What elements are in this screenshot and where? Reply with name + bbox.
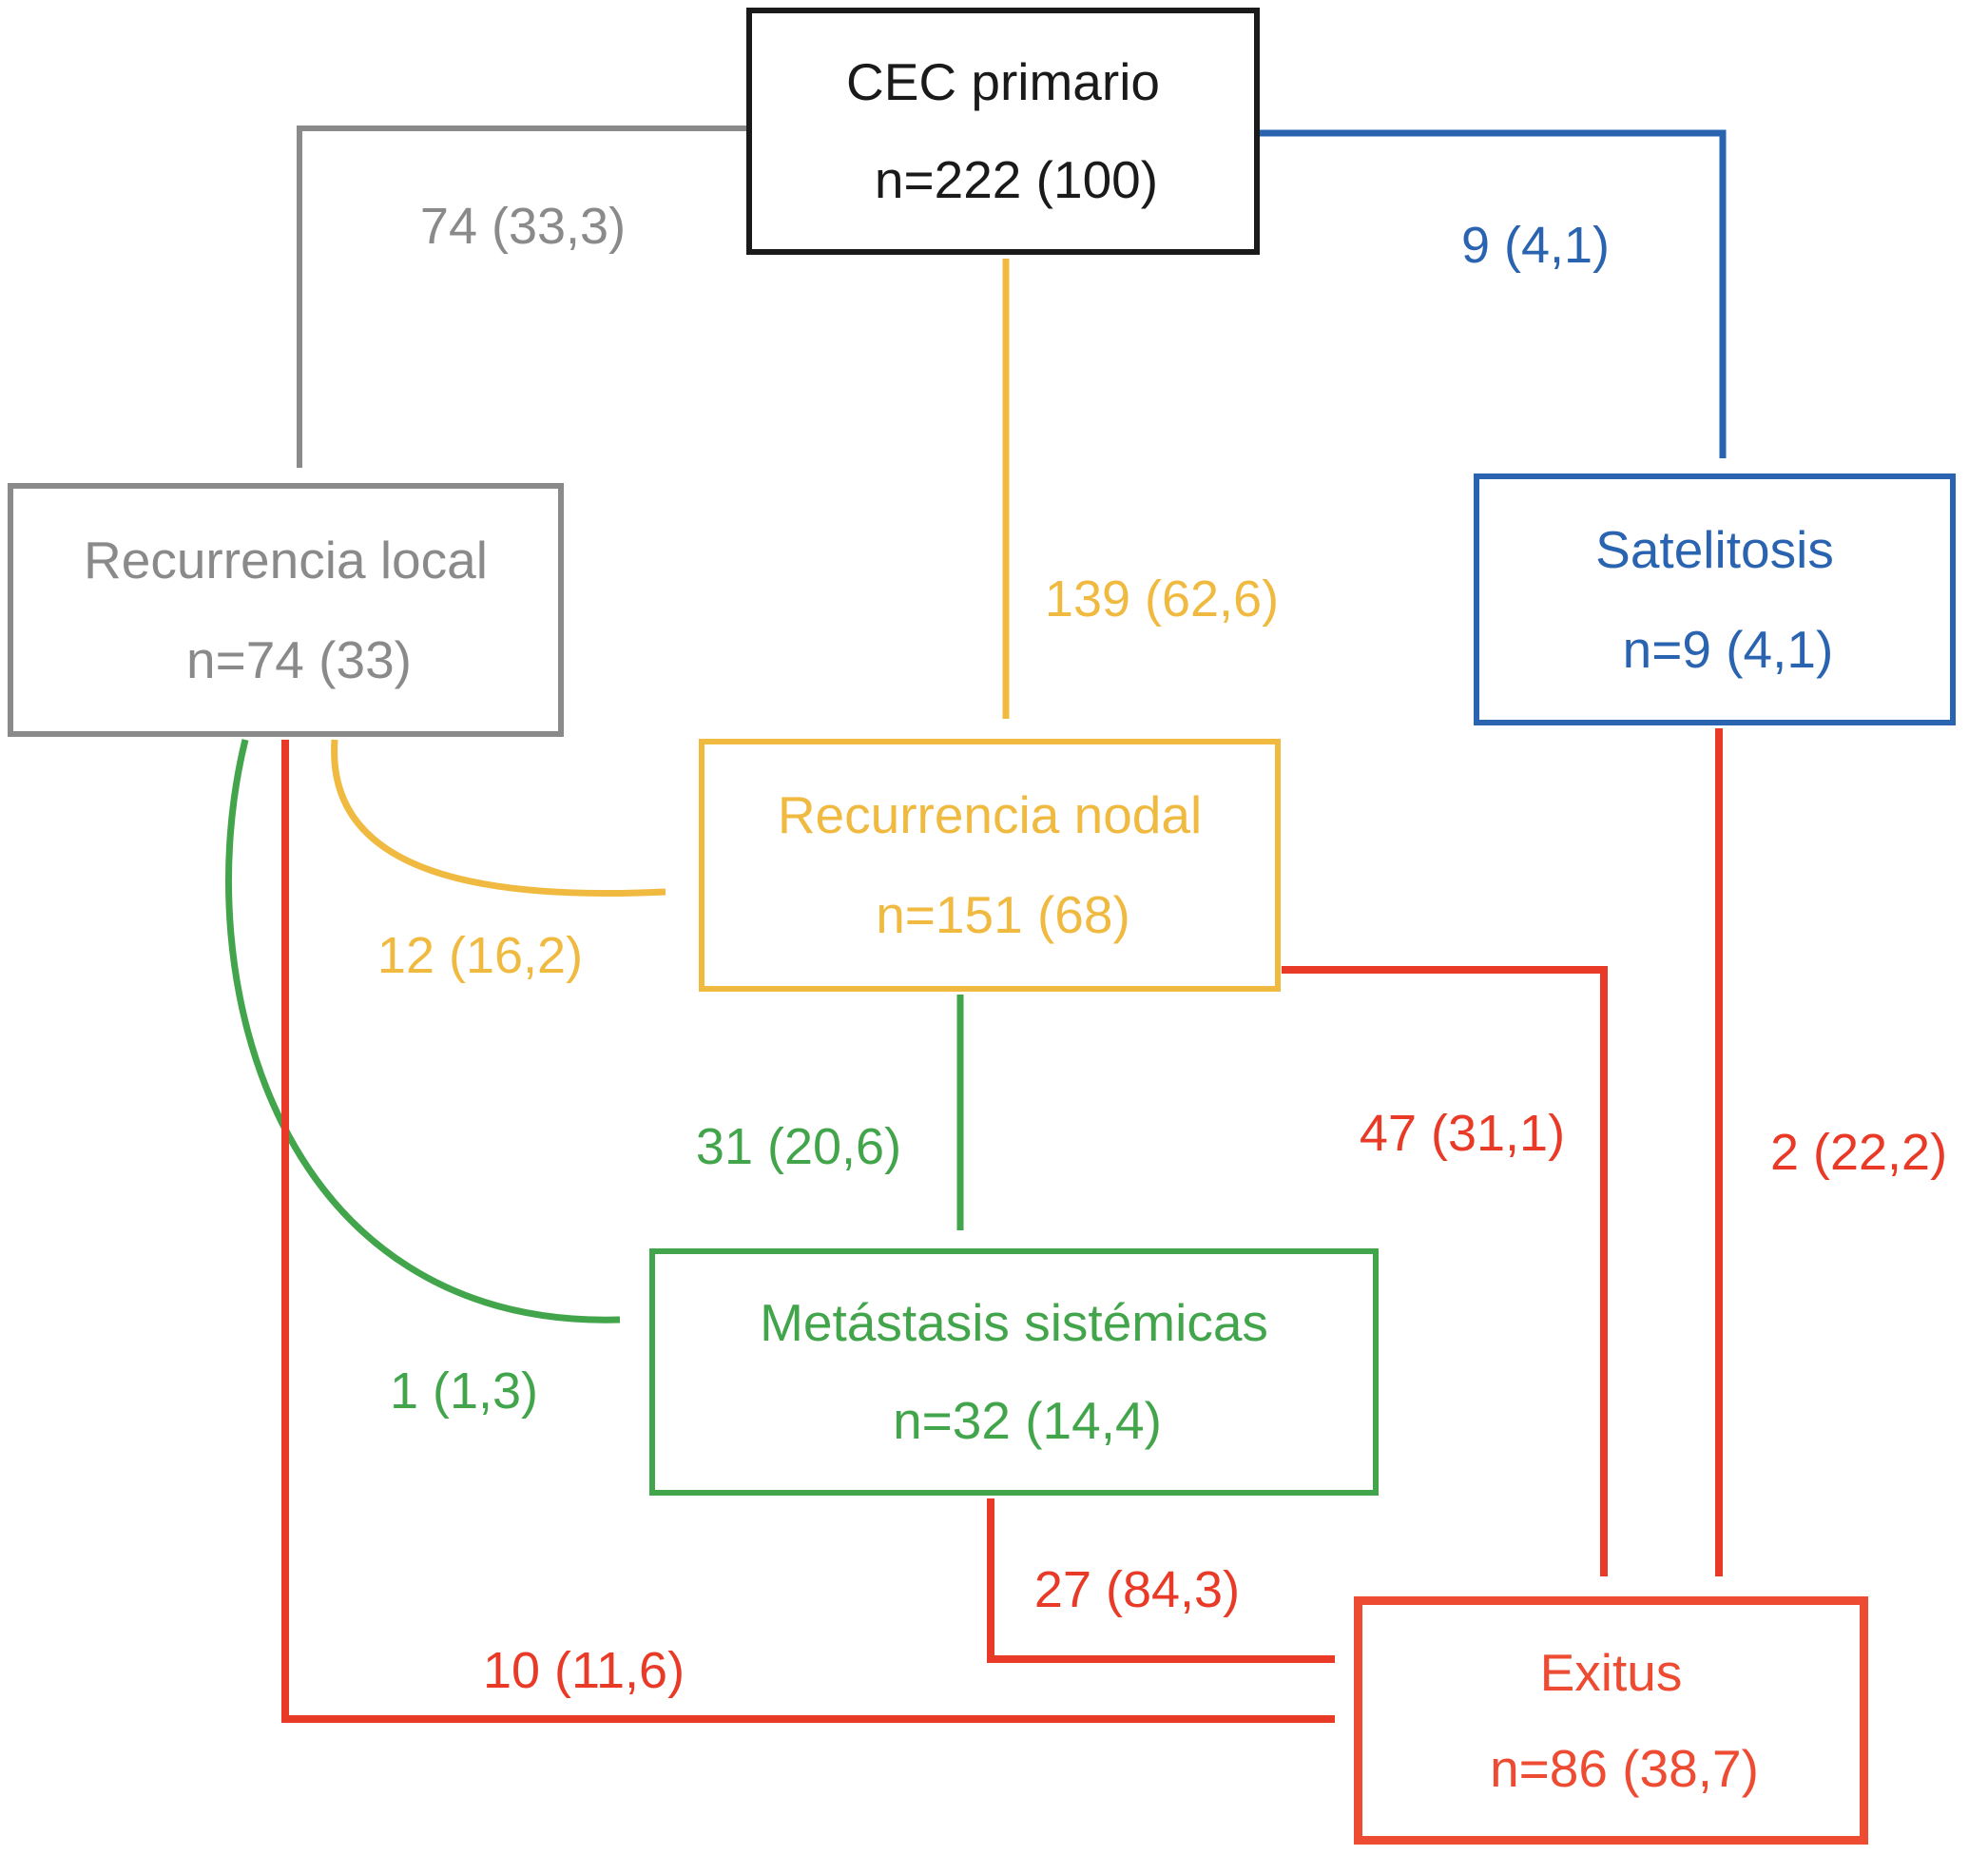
node-recurrencia-nodal: Recurrencia nodal n=151 (68) bbox=[699, 739, 1281, 992]
node-recurrencia-local-count: n=74 (33) bbox=[186, 629, 412, 689]
edge-label-cec-to-local: 74 (33,3) bbox=[419, 198, 627, 255]
node-cec-primario-count: n=222 (100) bbox=[874, 150, 1159, 210]
node-exitus-count: n=86 (38,7) bbox=[1490, 1738, 1759, 1798]
node-cec-primario-title: CEC primario bbox=[845, 52, 1161, 112]
node-metastasis-sistemicas-title: Metástasis sistémicas bbox=[760, 1293, 1268, 1353]
edge-local-to-exitus-line bbox=[281, 740, 1335, 1723]
edge-nodal-to-exitus-line bbox=[1282, 966, 1608, 1576]
edge-label-metastasis-to-exitus: 27 (84,3) bbox=[1033, 1561, 1241, 1618]
edge-metastasis-to-exitus-line bbox=[987, 1498, 1335, 1663]
node-cec-primario: CEC primario n=222 (100) bbox=[746, 8, 1260, 255]
edge-local-to-nodal-line bbox=[331, 739, 666, 898]
edge-label-nodal-to-metastasis: 31 (20,6) bbox=[695, 1118, 902, 1175]
edge-cec-to-satelitosis-line bbox=[1260, 129, 1727, 458]
edge-label-local-to-metastasis: 1 (1,3) bbox=[389, 1362, 539, 1420]
node-metastasis-sistemicas-count: n=32 (14,4) bbox=[893, 1391, 1162, 1451]
node-recurrencia-nodal-count: n=151 (68) bbox=[876, 885, 1130, 945]
node-exitus-title: Exitus bbox=[1539, 1642, 1683, 1702]
edge-label-cec-to-satelitosis: 9 (4,1) bbox=[1460, 217, 1611, 274]
node-satelitosis-title: Satelitosis bbox=[1595, 520, 1834, 579]
edge-label-local-to-nodal: 12 (16,2) bbox=[376, 927, 584, 984]
node-satelitosis: Satelitosis n=9 (4,1) bbox=[1474, 473, 1956, 725]
node-recurrencia-local-title: Recurrencia local bbox=[84, 530, 488, 589]
edge-label-local-to-exitus: 10 (11,6) bbox=[482, 1642, 685, 1699]
edge-label-cec-to-nodal: 139 (62,6) bbox=[1044, 570, 1280, 628]
node-satelitosis-count: n=9 (4,1) bbox=[1622, 619, 1834, 679]
edge-label-satelitosis-to-exitus: 2 (22,2) bbox=[1769, 1124, 1948, 1181]
node-metastasis-sistemicas: Metástasis sistémicas n=32 (14,4) bbox=[649, 1248, 1379, 1496]
node-recurrencia-nodal-title: Recurrencia nodal bbox=[777, 785, 1203, 845]
edge-label-nodal-to-exitus: 47 (31,1) bbox=[1359, 1105, 1566, 1162]
edge-cec-to-local-line bbox=[297, 126, 746, 468]
node-exitus: Exitus n=86 (38,7) bbox=[1354, 1596, 1868, 1845]
node-recurrencia-local: Recurrencia local n=74 (33) bbox=[8, 483, 564, 737]
